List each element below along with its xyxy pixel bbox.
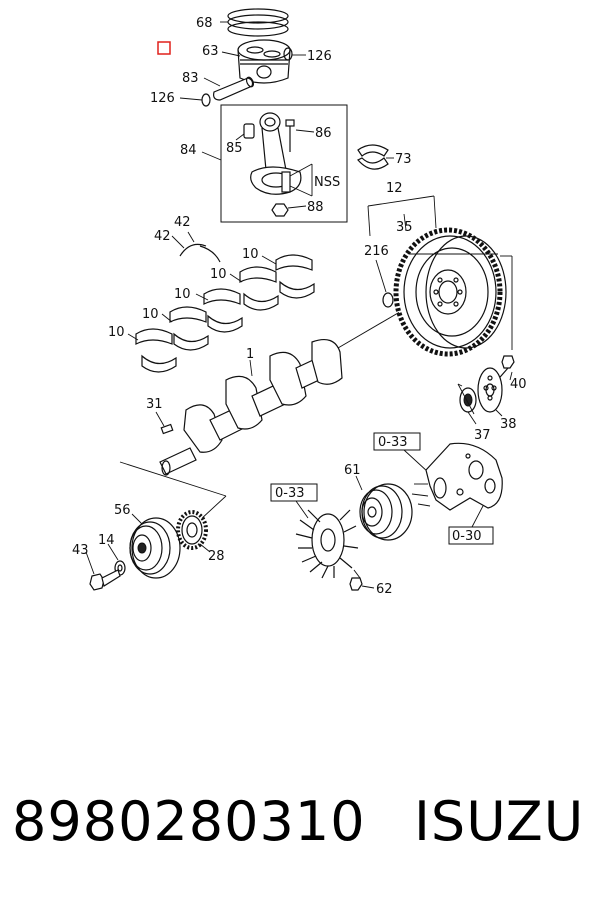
- fan-pulley: [355, 475, 413, 541]
- brand-name: ISUZU: [414, 790, 585, 853]
- snap-ring-left: [179, 93, 211, 107]
- callout-37: 37: [474, 428, 491, 443]
- piston: [221, 39, 291, 84]
- callout-nss: NSS: [314, 175, 340, 190]
- callout-61: 61: [344, 463, 361, 478]
- main-bearings: [127, 254, 315, 373]
- callout-84: 84: [180, 143, 197, 158]
- callout-216: 216: [364, 244, 389, 259]
- piston-rings: [220, 8, 289, 37]
- callout-35: 35: [396, 220, 413, 235]
- callout-88: 88: [307, 200, 324, 215]
- pump-housing: [411, 442, 503, 511]
- flywheel-plate: [457, 367, 503, 417]
- thrust-washers: [171, 231, 221, 263]
- callout-42-top: 42: [174, 215, 191, 230]
- callout-12: 12: [386, 181, 403, 196]
- callout-126-right: 126: [307, 49, 332, 64]
- callout-10-e: 10: [108, 325, 125, 340]
- callout-10-c: 10: [174, 287, 191, 302]
- flywheel-bracket: [367, 195, 437, 237]
- callout-83: 83: [182, 71, 199, 86]
- ref-033-top: 0-33: [378, 435, 408, 450]
- pulley-bolt: [85, 551, 121, 591]
- ref-box-030: [448, 503, 494, 545]
- piston-pin: [203, 76, 255, 101]
- callout-62: 62: [376, 582, 393, 597]
- callout-85: 85: [226, 141, 243, 156]
- callout-38: 38: [500, 417, 517, 432]
- callout-43: 43: [72, 543, 89, 558]
- exploded-parts-diagram: 68 63 126 83 126 84 8: [72, 8, 527, 597]
- crankshaft: [159, 305, 411, 476]
- callout-14: 14: [98, 533, 115, 548]
- callout-40: 40: [510, 377, 527, 392]
- callout-42-left: 42: [154, 229, 171, 244]
- callout-63: 63: [202, 44, 219, 59]
- callout-1: 1: [246, 347, 254, 362]
- callout-56: 56: [114, 503, 131, 518]
- callout-10-b: 10: [210, 267, 227, 282]
- highlight-marker: [157, 41, 171, 55]
- flywheel: [393, 227, 513, 357]
- connecting-rod-frame: [220, 104, 348, 223]
- callout-31: 31: [146, 397, 163, 412]
- fan-nut: [349, 577, 375, 591]
- nss-bearing: [281, 163, 313, 197]
- ref-030: 0-30: [452, 529, 482, 544]
- pilot-bushing: [375, 259, 394, 308]
- snap-ring-right: [283, 47, 306, 61]
- ref-box-033-left: [270, 483, 318, 519]
- part-number: 8980280310: [12, 790, 366, 853]
- callout-126-left: 126: [150, 91, 175, 106]
- crank-gear: [176, 510, 211, 553]
- pilot-bearing: [459, 387, 477, 425]
- callout-73: 73: [395, 152, 412, 167]
- ref-033-left: 0-33: [275, 486, 305, 501]
- rod-bolt: [285, 119, 315, 152]
- rod-nut: [271, 203, 307, 217]
- rod-bearing: [357, 144, 394, 170]
- crank-key: [155, 411, 174, 435]
- ref-box-033-top: [373, 432, 429, 473]
- callout-28: 28: [208, 549, 225, 564]
- callout-86: 86: [315, 126, 332, 141]
- cooling-fan: [295, 509, 361, 579]
- callout-10-d: 10: [142, 307, 159, 322]
- callout-10-a: 10: [242, 247, 259, 262]
- crank-pulley: [119, 461, 227, 579]
- callout-68: 68: [196, 16, 213, 31]
- caption: 8980280310 ISUZU: [0, 790, 600, 870]
